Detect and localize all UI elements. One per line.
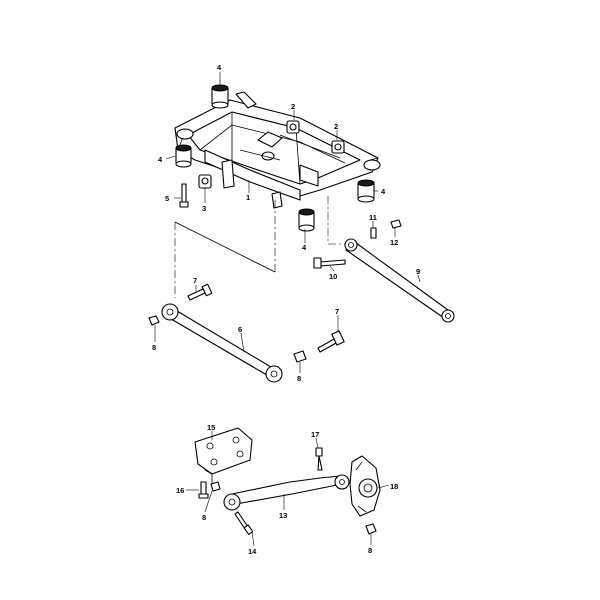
bolt-7-upper: [187, 283, 213, 301]
leader-lines: [154, 72, 421, 547]
nut-8-lower: [210, 481, 221, 492]
bolt-17: [315, 447, 323, 471]
callout-4c: 4: [381, 187, 386, 196]
callout-13: 13: [279, 511, 287, 520]
callout-9: 9: [416, 267, 420, 276]
callout-15: 15: [207, 423, 215, 432]
callout-16: 16: [176, 486, 184, 495]
nut-8-left: [148, 315, 160, 326]
callout-4b: 4: [158, 155, 163, 164]
bushing-3: [198, 174, 212, 189]
callout-12: 12: [390, 238, 398, 247]
nut-8-center: [293, 350, 307, 363]
callout-7a: 7: [193, 276, 197, 285]
bushing-2-b: [331, 140, 345, 154]
bolt-16: [198, 481, 209, 499]
bushing-4-right: [357, 179, 375, 203]
knuckle-18: [349, 455, 381, 517]
callout-17: 17: [311, 430, 319, 439]
callout-8a: 8: [152, 343, 156, 352]
control-arm-13: [223, 474, 350, 511]
nut-8-right: [365, 523, 377, 535]
callout-11: 11: [369, 213, 377, 222]
bushing-4-bottom: [298, 208, 315, 232]
callout-7b: 7: [335, 307, 339, 316]
bolt-5: [179, 183, 189, 208]
callout-3: 3: [202, 204, 206, 213]
nut-12: [390, 219, 402, 229]
callout-10: 10: [329, 272, 337, 281]
control-arm-6: [161, 303, 283, 383]
alignment-line-right: [327, 196, 350, 245]
callout-8d: 8: [368, 546, 372, 555]
callout-4d: 4: [302, 243, 307, 252]
bolt-7-lower: [317, 330, 345, 353]
bushing-4-left: [175, 144, 192, 168]
callout-4a: 4: [217, 63, 222, 72]
bolt-10: [313, 257, 346, 269]
bolt-14: [234, 511, 254, 535]
bushing-4-top: [211, 84, 229, 109]
callout-8b: 8: [297, 374, 301, 383]
callout-6: 6: [238, 325, 242, 334]
washer-11: [370, 227, 377, 239]
callout-5: 5: [165, 194, 169, 203]
subframe: [174, 91, 381, 209]
alignment-line-join: [174, 221, 276, 273]
callout-2a: 2: [291, 102, 295, 111]
callout-8c: 8: [202, 513, 206, 522]
callout-18: 18: [390, 482, 398, 491]
control-arm-9: [344, 238, 455, 323]
callout-2b: 2: [334, 122, 338, 131]
callout-1: 1: [246, 193, 250, 202]
bushing-2-a: [286, 120, 300, 134]
bracket-15: [194, 427, 253, 486]
callout-14: 14: [248, 547, 257, 556]
